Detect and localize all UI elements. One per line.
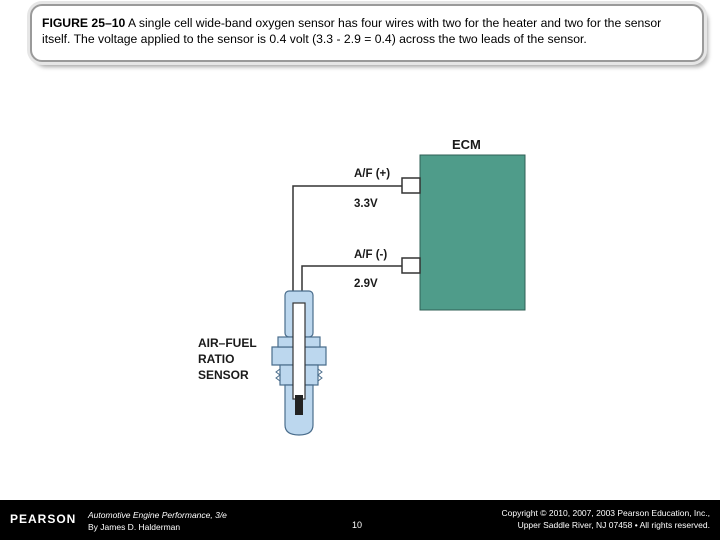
copyright: Copyright © 2010, 2007, 2003 Pearson Edu…	[501, 507, 710, 531]
book-title: Automotive Engine Performance, 3/e	[88, 510, 227, 520]
slide-sidebar	[0, 60, 18, 500]
af-minus-terminal	[401, 257, 421, 274]
af-plus-wire	[292, 185, 402, 297]
af-minus-label: A/F (-)	[354, 249, 387, 261]
air-fuel-sensor	[271, 290, 327, 436]
figure-id: FIGURE 25–10	[42, 16, 126, 30]
ecm-box	[419, 154, 526, 311]
caption-box: FIGURE 25–10 A single cell wide-band oxy…	[30, 4, 704, 62]
sensor-label-line1: AIR–FUEL	[198, 336, 257, 350]
af-plus-terminal	[401, 177, 421, 194]
figure-caption: FIGURE 25–10 A single cell wide-band oxy…	[42, 15, 690, 47]
sensor-label-line2: RATIO	[198, 352, 234, 366]
sensor-label-line3: SENSOR	[198, 368, 249, 382]
af-plus-label: A/F (+)	[354, 168, 390, 180]
copyright-line1: Copyright © 2010, 2007, 2003 Pearson Edu…	[501, 508, 710, 518]
oxygen-sensor-diagram: ECM A/F (+) 3.3V A/F (-) 2.9V AIR–FUEL R…	[198, 137, 526, 436]
af-minus-wire	[301, 265, 402, 297]
slide-footer: PEARSON Automotive Engine Performance, 3…	[0, 500, 720, 540]
footer-book-info: Automotive Engine Performance, 3/e By Ja…	[88, 509, 227, 533]
pearson-logo: PEARSON	[10, 512, 77, 526]
af-minus-voltage: 2.9V	[354, 278, 378, 290]
book-author: By James D. Halderman	[88, 522, 181, 532]
copyright-line2: Upper Saddle River, NJ 07458 • All right…	[517, 520, 710, 530]
af-plus-voltage: 3.3V	[354, 198, 378, 210]
caption-body: A single cell wide-band oxygen sensor ha…	[42, 16, 662, 46]
page-number: 10	[352, 520, 363, 530]
ecm-label: ECM	[452, 137, 481, 152]
